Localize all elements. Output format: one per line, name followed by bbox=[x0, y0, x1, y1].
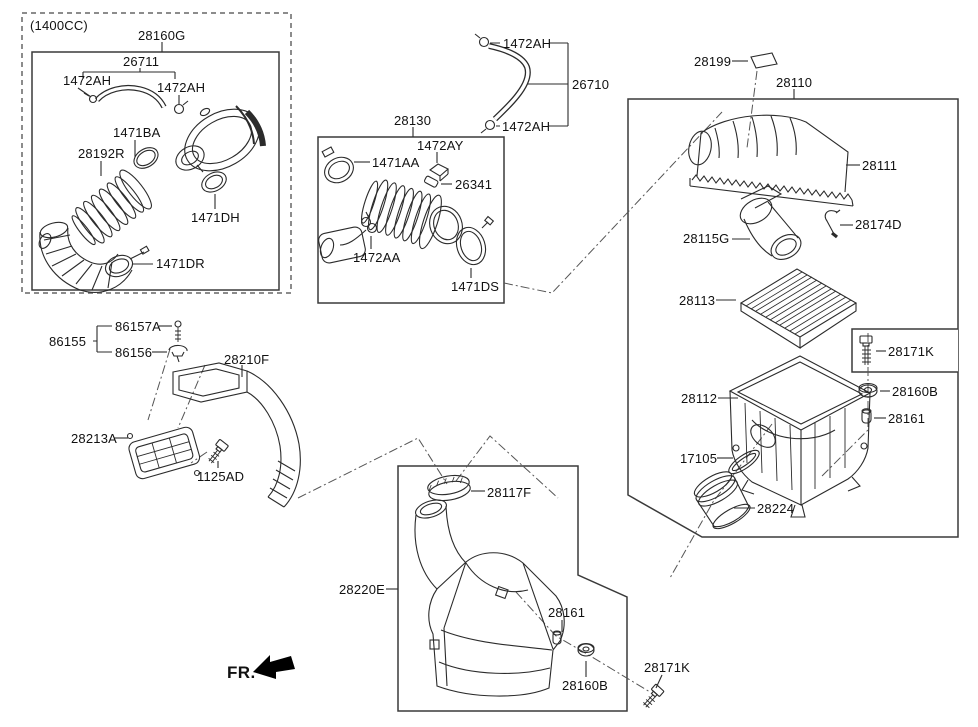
part-number-callout-1472AA: 1472AA bbox=[353, 250, 401, 265]
part-number-callout-26341: 26341 bbox=[455, 177, 493, 192]
part-number-callout-28171K: 28171K bbox=[888, 344, 935, 359]
part-number-callout-28199: 28199 bbox=[694, 54, 732, 69]
part-number-callout-1471DR: 1471DR bbox=[156, 256, 205, 271]
assembly-boxes bbox=[21, 12, 959, 712]
cap-28117f-art bbox=[427, 474, 471, 502]
screw-86157a-art bbox=[174, 320, 182, 342]
fr-direction-label: FR. bbox=[227, 663, 256, 682]
bolt-1125ad-art bbox=[208, 439, 229, 464]
box-28110 bbox=[627, 98, 959, 538]
fr-arrow-icon bbox=[253, 655, 295, 679]
part-number-callout-28160G: 28160G bbox=[138, 28, 186, 43]
part-number-callout-28220E: 28220E bbox=[339, 582, 386, 597]
part-number-callout-28192R: 28192R bbox=[78, 146, 125, 161]
part-number-callout-28174D: 28174D bbox=[855, 217, 902, 232]
leader-lines bbox=[77, 42, 890, 689]
bolt-28171k-art bbox=[859, 335, 873, 365]
part-number-callout-17105: 17105 bbox=[680, 451, 718, 466]
collar-28224-art bbox=[693, 471, 751, 530]
o-ring-1471ba-art bbox=[133, 147, 159, 169]
duct-28210f-art bbox=[172, 362, 301, 508]
label-sticker-28199-art bbox=[750, 52, 778, 69]
clamp-icon bbox=[88, 94, 98, 104]
part-number-callout-26711: 26711 bbox=[123, 54, 160, 69]
breather-hose-26710-art bbox=[474, 33, 531, 134]
part-number-callout-28110: 28110 bbox=[776, 75, 813, 90]
part-number-callout-28115G: 28115G bbox=[683, 231, 730, 246]
clamp-1471dr-art bbox=[104, 254, 134, 278]
box-28171k bbox=[851, 328, 958, 373]
part-number-callout-1471BA: 1471BA bbox=[113, 125, 161, 140]
air-duct-28115g-art bbox=[739, 185, 802, 260]
part-number-callout-1471AA: 1471AA bbox=[372, 155, 420, 170]
clamp-icon bbox=[484, 119, 496, 131]
grommet-28160b-art bbox=[577, 642, 595, 657]
part-number-callout-26710: 26710 bbox=[572, 77, 610, 92]
part-number-callout-28130: 28130 bbox=[394, 113, 432, 128]
engine-variant-caption: (1400CC) bbox=[30, 18, 88, 33]
hook-28174d-art bbox=[824, 209, 841, 239]
clamp-1471dh-art bbox=[201, 171, 227, 193]
grille-28213a-art bbox=[128, 426, 201, 480]
part-number-callout-28224: 28224 bbox=[757, 501, 795, 516]
clamp-1472aa-art bbox=[360, 211, 378, 234]
bolt-28171k-art bbox=[643, 683, 665, 709]
part-number-callout-28213A: 28213A bbox=[71, 431, 118, 446]
part-number-callout-28117F: 28117F bbox=[487, 485, 532, 500]
elbow-hose-art bbox=[38, 221, 133, 293]
clip-86156-art bbox=[168, 344, 188, 363]
connector-1472ay-art bbox=[429, 163, 449, 182]
part-number-callout-1472AH: 1472AH bbox=[502, 119, 551, 134]
air-cleaner-cap-art bbox=[175, 105, 266, 172]
box-28220e bbox=[397, 465, 628, 712]
intake-assembly-1400cc-art bbox=[38, 84, 266, 293]
filter-element-28113-art bbox=[739, 268, 858, 349]
part-number-callout-28210F: 28210F bbox=[224, 352, 270, 367]
box-1400cc-inner bbox=[31, 51, 280, 291]
box-1400cc-outer bbox=[21, 12, 292, 294]
part-number-callout-1471DS: 1471DS bbox=[451, 279, 500, 294]
part-number-callout-1472AH: 1472AH bbox=[157, 80, 206, 95]
air-duct-group-art bbox=[126, 320, 301, 508]
clamp-1471aa-art bbox=[324, 156, 354, 184]
intake-hose-28130-art bbox=[318, 146, 495, 266]
part-number-callout-86155: 86155 bbox=[49, 334, 87, 349]
clamp-icon bbox=[173, 103, 185, 115]
part-26341-art bbox=[423, 175, 439, 188]
bellows-28192r-art bbox=[71, 169, 152, 246]
part-number-callout-28160B: 28160B bbox=[562, 678, 609, 693]
sleeve-28161-art bbox=[552, 630, 562, 645]
part-number-callout-28161: 28161 bbox=[548, 605, 586, 620]
part-number-callout-28161: 28161 bbox=[888, 411, 926, 426]
part-number-callout-28171K: 28171K bbox=[644, 660, 691, 675]
part-number-callout-1472AY: 1472AY bbox=[417, 138, 464, 153]
part-number-callout-1471DH: 1471DH bbox=[191, 210, 240, 225]
cover-28111-art bbox=[688, 114, 854, 207]
part-number-callout-28111: 28111 bbox=[862, 158, 898, 173]
part-number-callout-28160B: 28160B bbox=[892, 384, 939, 399]
part-number-callout-28112: 28112 bbox=[681, 391, 718, 406]
part-number-callout-86157A: 86157A bbox=[115, 319, 162, 334]
part-number-callout-1472AH: 1472AH bbox=[503, 36, 552, 51]
resonator-28220e-art bbox=[414, 474, 665, 709]
sleeve-28161-art bbox=[861, 408, 872, 424]
part-number-callout-1472AH: 1472AH bbox=[63, 73, 112, 88]
grommet-28160b-art bbox=[858, 382, 878, 398]
part-number-callout-1125AD: 1125AD bbox=[197, 469, 245, 484]
clamp-1471ds-art bbox=[455, 226, 487, 266]
air-cleaner-28110-art bbox=[688, 114, 878, 530]
body-28112-art bbox=[728, 355, 872, 518]
clamp-icon bbox=[478, 36, 490, 48]
part-number-callout-86156: 86156 bbox=[115, 345, 153, 360]
part-number-callout-28113: 28113 bbox=[679, 293, 716, 308]
box-28130 bbox=[317, 136, 505, 304]
